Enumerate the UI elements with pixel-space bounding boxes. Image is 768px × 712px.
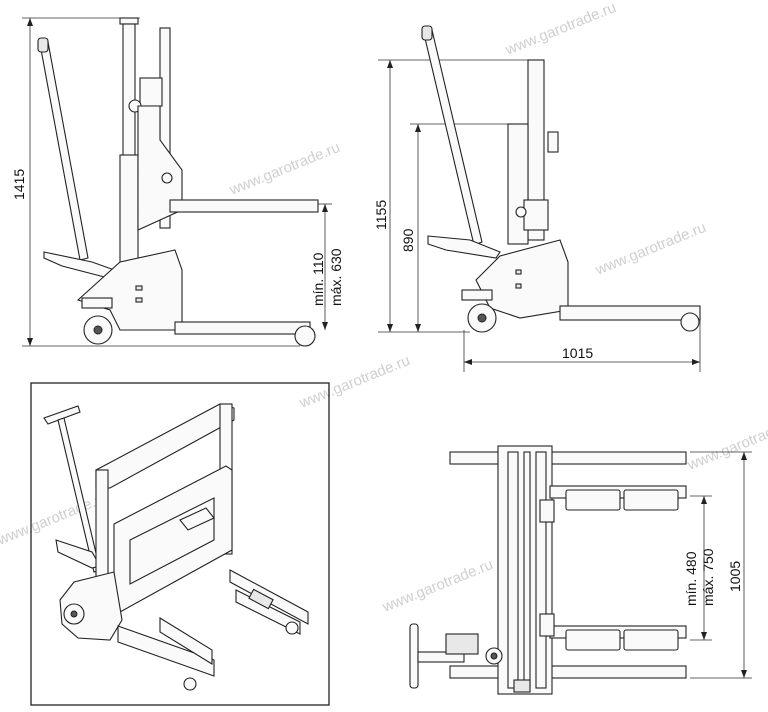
top-view: 1005 mín. 480 máx. 750	[409, 445, 752, 695]
dim-length: 1015	[562, 345, 593, 361]
watermark: www.garotrade.ru	[502, 0, 618, 59]
dim-spread-max: máx. 750	[700, 548, 716, 606]
side-view-1: 1415 mín. 110 máx. 630	[11, 17, 344, 347]
isometric-view	[30, 382, 330, 706]
dim-height-total: 1415	[11, 169, 27, 200]
dim-spread-min: mín. 480	[683, 551, 699, 606]
dim-width: 1005	[727, 561, 743, 592]
side-view-2: 1155 890 1015	[373, 25, 701, 372]
watermark: www.garotrade.ru	[0, 489, 111, 549]
isometric-frame	[30, 382, 330, 706]
watermark: www.garotrade.ru	[226, 139, 342, 199]
dim-fork-max: máx. 630	[328, 248, 344, 306]
watermark: www.garotrade.ru	[684, 414, 768, 474]
dim-mast-height: 890	[400, 228, 416, 252]
watermark: www.garotrade.ru	[296, 352, 412, 412]
dim-height-total-2: 1155	[373, 200, 389, 230]
watermark: www.garotrade.ru	[592, 219, 708, 279]
watermark: www.garotrade.ru	[379, 556, 495, 616]
dim-fork-min: mín. 110	[310, 252, 326, 306]
